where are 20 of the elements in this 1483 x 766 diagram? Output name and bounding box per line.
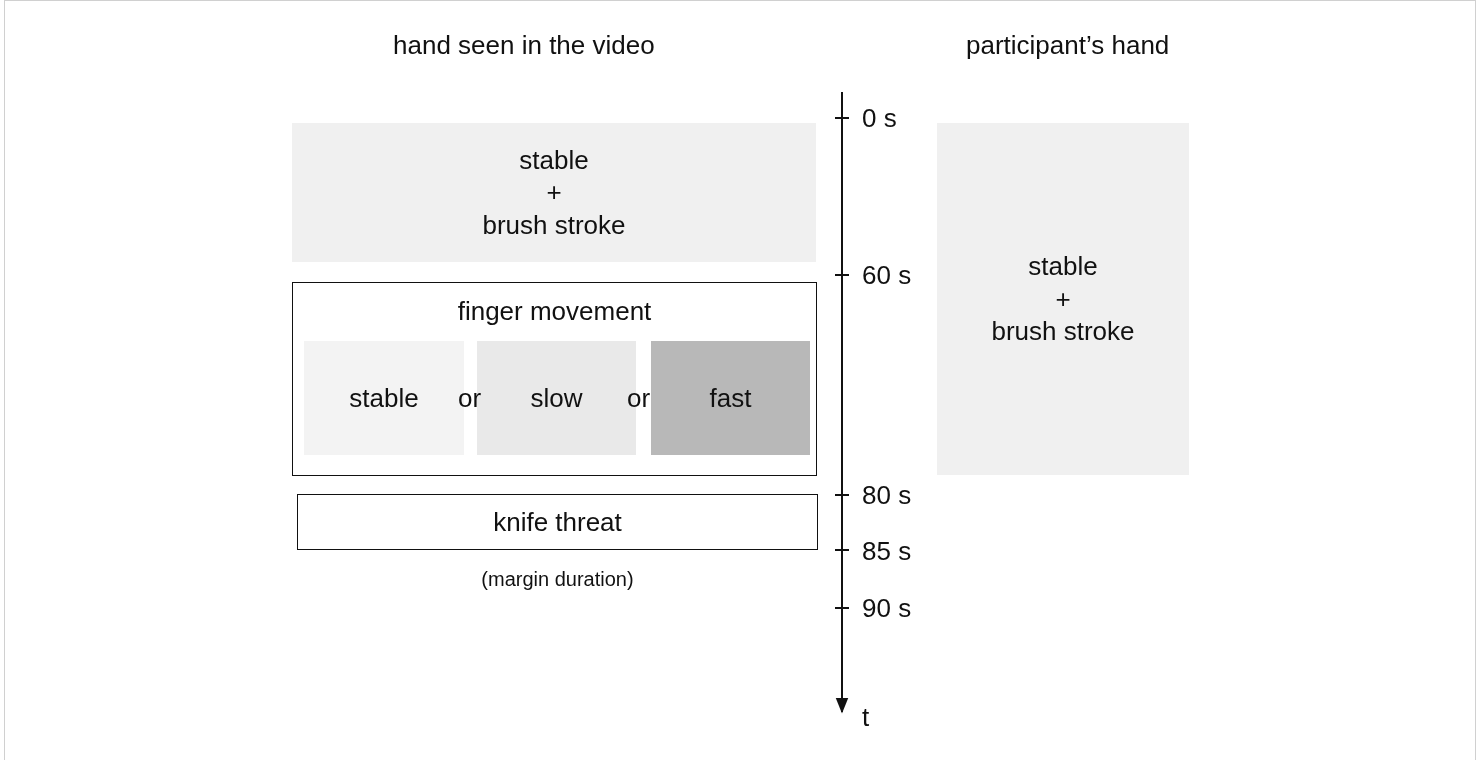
label-text: t — [862, 702, 870, 733]
box-label: knife threat — [493, 505, 622, 539]
label-text: 80 s — [862, 480, 912, 511]
box-label: finger movement — [457, 295, 652, 328]
condition-box — [651, 341, 810, 455]
label-text: 0 s — [862, 103, 897, 134]
label-text: 60 s — [862, 260, 912, 291]
label-text: or — [627, 383, 651, 414]
label-text: or — [458, 383, 482, 414]
label-text: 85 s — [862, 536, 912, 567]
box-label: fast — [709, 381, 752, 415]
phase-box — [292, 282, 817, 476]
column-heading: participant’s hand — [966, 30, 1170, 61]
label-text: 90 s — [862, 593, 912, 624]
box-label: slow — [530, 381, 583, 415]
column-heading: hand seen in the video — [393, 30, 655, 61]
note-text: (margin duration) — [481, 567, 634, 592]
box-label: stable + brush stroke — [991, 250, 1135, 348]
box-label: stable + brush stroke — [482, 143, 626, 242]
box-label: stable — [349, 381, 419, 415]
